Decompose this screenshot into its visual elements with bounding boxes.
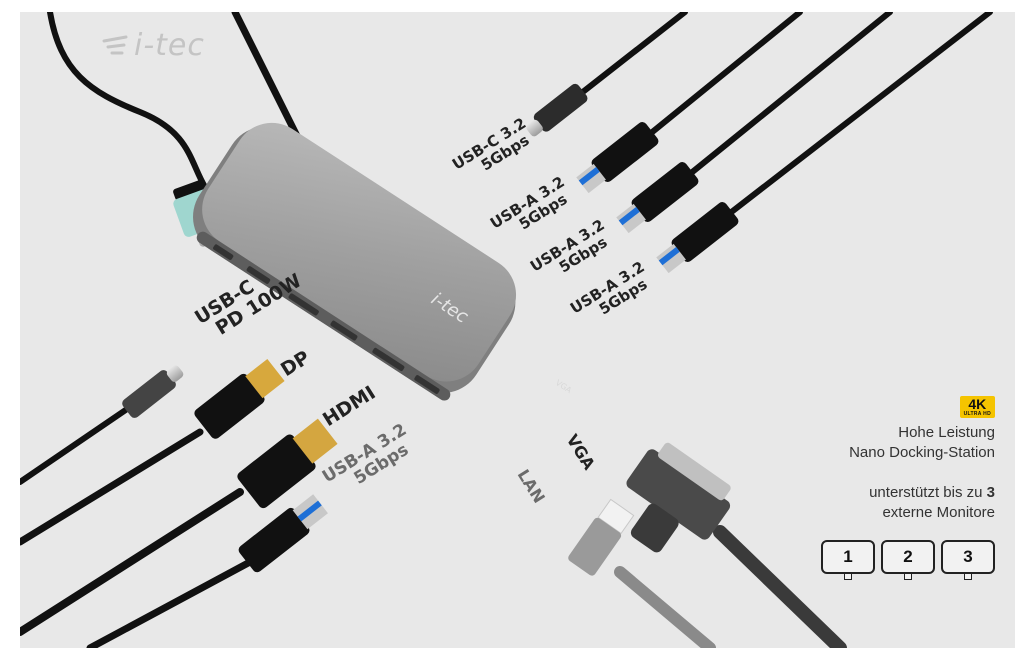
badge-4k: 4K ULTRA HD bbox=[959, 396, 995, 418]
usb-a-left-cable bbox=[86, 558, 254, 648]
monitor-1-icon: 1 bbox=[821, 540, 875, 580]
dp-cable bbox=[20, 428, 204, 546]
product-illustration: i-tec VGA bbox=[20, 12, 993, 648]
hdmi-cable bbox=[20, 488, 244, 636]
product-scene: i-tec VGA bbox=[20, 12, 1015, 648]
monitor-2-icon: 2 bbox=[881, 540, 935, 580]
badge-4k-main: 4K bbox=[968, 396, 987, 412]
usb-a-cable-2 bbox=[677, 12, 893, 185]
usb-a-plug-3 bbox=[656, 202, 739, 274]
monitor-icons: 1 2 3 bbox=[821, 540, 995, 580]
dp-plug bbox=[194, 358, 285, 439]
usb-a-plug-2 bbox=[616, 162, 699, 234]
docking-hub bbox=[193, 122, 517, 401]
feature-info: 4K ULTRA HD Hohe Leistung Nano Docking-S… bbox=[849, 396, 995, 523]
usb-c-pd-input-cable bbox=[47, 12, 208, 190]
brand-name: i-tec bbox=[134, 28, 205, 63]
usb-a-cable-1 bbox=[637, 12, 803, 145]
brand-mark-icon bbox=[100, 31, 132, 63]
usb-a-cable-3 bbox=[722, 12, 993, 220]
hub-vga-label: VGA bbox=[554, 378, 574, 395]
usb-a-plug-1 bbox=[576, 122, 659, 194]
info-line-monitors: externe Monitore bbox=[882, 504, 995, 521]
monitor-3-icon: 3 bbox=[941, 540, 995, 580]
info-line-product: Nano Docking-Station bbox=[849, 444, 995, 461]
lan-plug bbox=[568, 498, 635, 576]
ultra-hd-badge: 4K ULTRA HD bbox=[849, 396, 995, 421]
usb-a-left-plug bbox=[238, 494, 328, 573]
info-line-performance: Hohe Leistung bbox=[898, 424, 995, 441]
usb-c-left-cable bbox=[20, 404, 133, 485]
badge-4k-sub: ULTRA HD bbox=[963, 411, 991, 417]
brand-logo: i-tec bbox=[100, 28, 205, 63]
lan-cable bbox=[614, 566, 716, 648]
info-line-supports-text: unterstützt bis zu bbox=[869, 484, 983, 501]
usb-c-data-cable bbox=[567, 12, 688, 105]
usb-c-data-plug bbox=[526, 83, 588, 137]
info-line-supports-number: 3 bbox=[986, 484, 995, 501]
info-line-supports: unterstützt bis zu 3 bbox=[849, 483, 995, 503]
usb-c-left-plug bbox=[122, 365, 184, 418]
vga-plug bbox=[626, 442, 731, 553]
vga-cable bbox=[713, 525, 847, 648]
cables bbox=[20, 12, 993, 648]
hdmi-plug bbox=[237, 418, 338, 509]
